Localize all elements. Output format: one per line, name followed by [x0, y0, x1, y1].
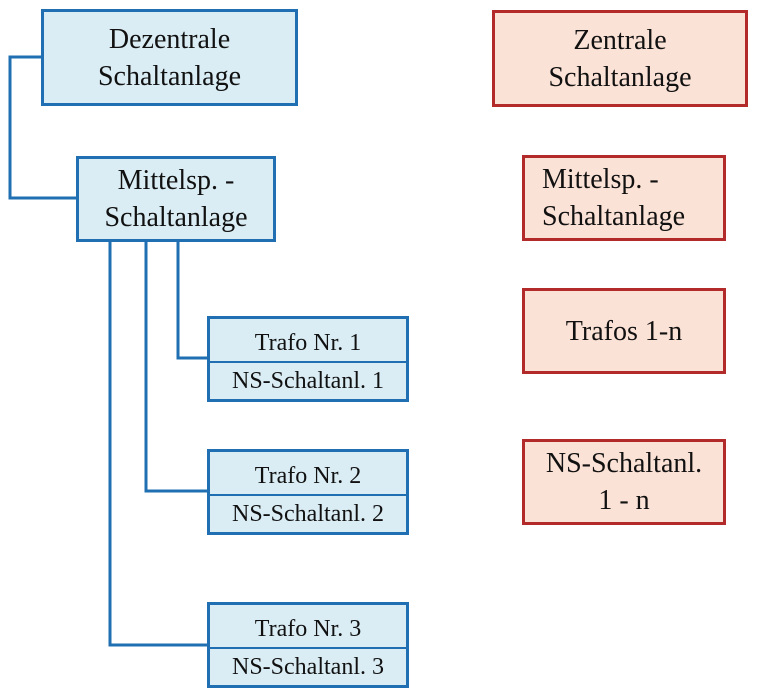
ns-right-line-1: NS-Schaltanl.: [545, 448, 703, 479]
zentrale-schaltanlage-box: Zentrale Schaltanlage: [492, 10, 748, 107]
trafo-ns-unit-3: Trafo Nr. 3 NS-Schaltanl. 3: [207, 602, 409, 688]
mittelsp-right-line-2: Schaltanlage: [542, 201, 686, 232]
zentrale-line-1: Zentrale: [573, 24, 667, 56]
ns-schaltanlagen-box: NS-Schaltanl. 1 - n: [522, 439, 726, 525]
trafo-ns-unit-1: Trafo Nr. 1 NS-Schaltanl. 1: [207, 316, 409, 402]
trafos-label: Trafos 1-n: [565, 315, 683, 347]
trafo-label-2: Trafo Nr. 2: [210, 452, 406, 496]
mittelsp-schaltanlage-box-left: Mittelsp. - Schaltanlage: [76, 156, 276, 242]
ns-label-1: NS-Schaltanl. 1: [232, 367, 384, 394]
dezentrale-line-2: Schaltanlage: [97, 60, 242, 92]
mittelsp-left-line-1: Mittelsp. -: [117, 165, 235, 196]
trafos-box: Trafos 1-n: [522, 288, 726, 374]
connector-trafo-3: [108, 240, 209, 647]
connector-trafo-1: [176, 240, 209, 360]
dezentrale-line-1: Dezentrale: [108, 23, 231, 55]
ns-right-line-2: 1 - n: [598, 485, 650, 516]
ns-label-3: NS-Schaltanl. 3: [232, 653, 384, 680]
zentrale-line-2: Schaltanlage: [548, 61, 692, 93]
connector-dezentral-mittelsp: [8, 55, 78, 200]
ns-label-2: NS-Schaltanl. 2: [232, 500, 384, 527]
trafo-label-3: Trafo Nr. 3: [210, 605, 406, 649]
mittelsp-left-line-2: Schaltanlage: [104, 202, 248, 233]
trafo-ns-unit-2: Trafo Nr. 2 NS-Schaltanl. 2: [207, 449, 409, 535]
trafo-label-1: Trafo Nr. 1: [210, 319, 406, 363]
mittelsp-schaltanlage-box-right: Mittelsp. - Schaltanlage: [522, 155, 726, 241]
connector-trafo-2: [144, 240, 209, 493]
dezentrale-schaltanlage-box: Dezentrale Schaltanlage: [41, 9, 298, 106]
mittelsp-right-line-1: Mittelsp. -: [542, 164, 659, 195]
